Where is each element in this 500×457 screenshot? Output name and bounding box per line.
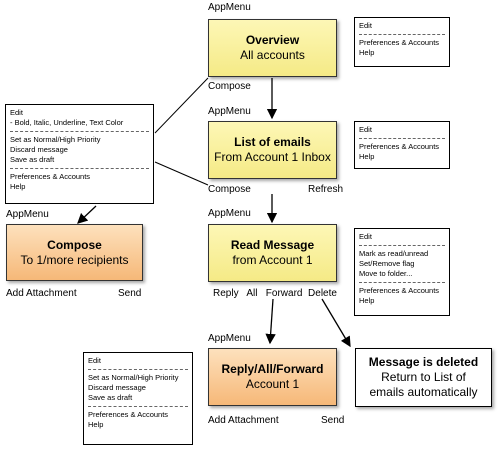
list-refresh-label[interactable]: Refresh: [308, 184, 344, 195]
menu-item[interactable]: Preferences & Accounts: [88, 410, 169, 419]
overview-subtitle: All accounts: [240, 48, 305, 62]
list-subtitle: From Account 1 Inbox: [214, 150, 331, 164]
menu-item[interactable]: Save as draft: [88, 393, 133, 402]
menu-item[interactable]: Move to folder...: [359, 269, 413, 278]
menu-item[interactable]: Edit: [359, 21, 372, 30]
menu-separator: [10, 168, 149, 169]
list-title: List of emails: [234, 135, 311, 149]
line-list-to-compose: [154, 161, 209, 186]
reply-node[interactable]: Reply/All/Forward Account 1: [208, 348, 337, 406]
overview-compose-label[interactable]: Compose: [208, 81, 251, 92]
read-actions-label[interactable]: Reply All Forward Delete: [213, 288, 337, 299]
menu-item[interactable]: Preferences & Accounts: [359, 38, 440, 47]
menu-separator: [359, 138, 445, 139]
appmenu-label-reply[interactable]: AppMenu: [208, 333, 251, 344]
menu-item[interactable]: Edit: [359, 125, 372, 134]
menu-item[interactable]: Save as draft: [10, 155, 55, 164]
overview-node[interactable]: Overview All accounts: [208, 19, 337, 77]
appmenu-label-overview[interactable]: AppMenu: [208, 2, 251, 13]
menu-item[interactable]: Help: [359, 152, 375, 161]
appmenu-label-list[interactable]: AppMenu: [208, 106, 251, 117]
menu-item[interactable]: Edit: [88, 356, 101, 365]
arrow-read-to-deleted: [321, 298, 351, 348]
menu-item[interactable]: Mark as read/unread: [359, 249, 429, 258]
menu-item[interactable]: Edit: [359, 232, 372, 241]
line-overview-to-compose: [154, 77, 209, 134]
appmenu-label-compose[interactable]: AppMenu: [6, 209, 49, 220]
menu-separator: [88, 406, 188, 407]
reply-add-attachment-label[interactable]: Add Attachment: [208, 415, 279, 426]
menu-separator: [359, 282, 445, 283]
arrow-read-to-reply: [265, 298, 276, 345]
menu-item[interactable]: Help: [359, 48, 375, 57]
menu-item[interactable]: Preferences & Accounts: [10, 172, 91, 181]
list-node[interactable]: List of emails From Account 1 Inbox: [208, 121, 337, 179]
list-compose-label[interactable]: Compose: [208, 184, 251, 195]
menu-separator: [10, 131, 149, 132]
arrow-menu-to-compose: [77, 205, 97, 224]
appmenu-label-read[interactable]: AppMenu: [208, 208, 251, 219]
compose-title: Compose: [47, 237, 102, 252]
deleted-title: Message is deleted: [368, 355, 479, 369]
menu-item[interactable]: Set/Remove flag: [359, 259, 415, 268]
menu-item[interactable]: Preferences & Accounts: [359, 142, 440, 151]
menu-item[interactable]: Discard message: [10, 145, 68, 154]
deleted-node: Message is deleted Return to List of ema…: [355, 348, 492, 407]
menu-separator: [359, 34, 445, 35]
overview-title: Overview: [245, 33, 300, 47]
menu-item[interactable]: Help: [359, 296, 375, 305]
deleted-subtitle: Return to List of emails automatically: [369, 370, 478, 399]
menu-item[interactable]: Discard message: [88, 383, 146, 392]
compose-send-label[interactable]: Send: [118, 288, 142, 299]
menu-item[interactable]: Set as Normal/High Priority: [10, 135, 101, 144]
reply-send-label[interactable]: Send: [321, 415, 345, 426]
compose-appmenu: Edit - Bold, Italic, Underline, Text Col…: [5, 104, 154, 204]
menu-item[interactable]: Set as Normal/High Priority: [88, 373, 179, 382]
menu-item[interactable]: Help: [10, 182, 26, 191]
menu-separator: [359, 245, 445, 246]
menu-item[interactable]: Help: [88, 420, 104, 429]
read-node[interactable]: Read Message from Account 1: [208, 224, 337, 282]
menu-separator: [88, 369, 188, 370]
read-subtitle: from Account 1: [232, 253, 313, 267]
compose-node[interactable]: Compose To 1/more recipients: [6, 224, 143, 281]
menu-item[interactable]: Preferences & Accounts: [359, 286, 440, 295]
menu-item[interactable]: - Bold, Italic, Underline, Text Color: [10, 118, 124, 127]
reply-title: Reply/All/Forward: [221, 362, 324, 376]
read-title: Read Message: [230, 238, 315, 252]
compose-add-attachment-label[interactable]: Add Attachment: [6, 288, 77, 299]
menu-item[interactable]: Edit: [10, 108, 23, 117]
compose-subtitle: To 1/more recipients: [20, 252, 129, 267]
reply-subtitle: Account 1: [245, 377, 300, 391]
